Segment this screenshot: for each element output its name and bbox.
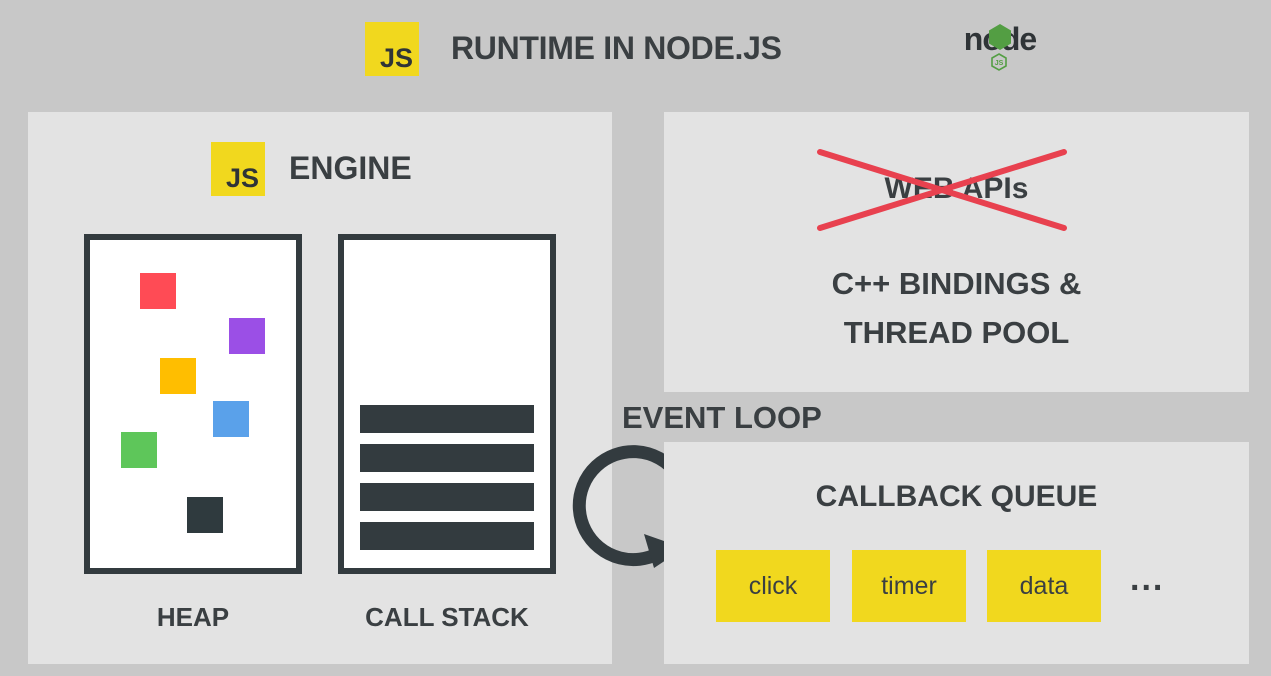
page-title: RUNTIME IN NODE.JS	[451, 30, 782, 66]
heap-object	[121, 432, 157, 468]
bindings-label-line2: THREAD POOL	[843, 315, 1070, 350]
callback-queue-more: ...	[1130, 560, 1165, 598]
heap-object	[187, 497, 223, 533]
engine-js-logo-icon: JS	[211, 142, 265, 196]
heap-object	[140, 273, 176, 309]
cross-out-icon	[817, 149, 1067, 231]
callback-item: data	[987, 550, 1101, 622]
nodejs-logo-icon: node JS	[964, 21, 1037, 71]
callback-item: timer	[852, 550, 966, 622]
call-stack-frame	[360, 444, 534, 472]
heap-object	[213, 401, 249, 437]
callback-queue-title: CALLBACK QUEUE	[815, 480, 1098, 513]
bindings-panel	[664, 112, 1249, 392]
engine-title: ENGINE	[289, 150, 412, 186]
nodejs-logo-hexagon	[989, 24, 1011, 50]
event-loop-label: EVENT LOOP	[622, 400, 822, 435]
call-stack-frame	[360, 405, 534, 433]
call-stack-frame	[360, 522, 534, 550]
nodejs-logo-badge-text: JS	[995, 60, 1004, 67]
call-stack-frame	[360, 483, 534, 511]
call-stack-label: CALL STACK	[365, 602, 529, 632]
callback-item: click	[716, 550, 830, 622]
js-logo-icon: JS	[365, 22, 419, 76]
js-logo-text: JS	[379, 43, 413, 73]
call-stack-box	[338, 234, 556, 574]
engine-js-logo-text: JS	[225, 163, 259, 193]
heap-label: HEAP	[156, 602, 230, 632]
heap-box	[84, 234, 302, 574]
nodejs-logo-badge-hexagon	[991, 53, 1007, 71]
heap-object	[229, 318, 265, 354]
bindings-label-line1: C++ BINDINGS &	[831, 266, 1082, 301]
heap-object	[160, 358, 196, 394]
